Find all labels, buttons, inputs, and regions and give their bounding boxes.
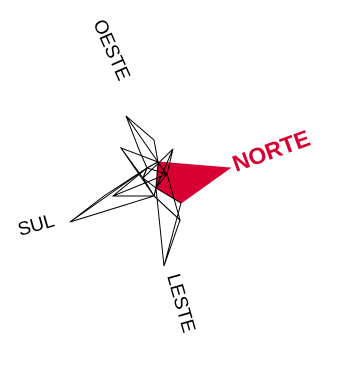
label-west: OESTE	[88, 16, 133, 83]
star-inner-line	[156, 188, 164, 266]
label-north: NORTE	[229, 125, 314, 177]
label-east: LESTE	[162, 272, 199, 336]
north-arm-highlight	[156, 162, 230, 203]
star-inner-line	[70, 168, 147, 222]
compass-star	[70, 116, 230, 266]
label-south: SUL	[16, 210, 57, 240]
